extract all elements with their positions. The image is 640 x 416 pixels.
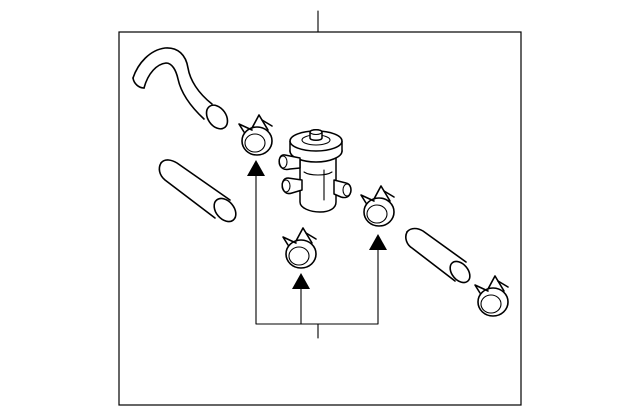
callout-bracket <box>247 160 387 339</box>
clamp-4 <box>474 275 509 317</box>
arrow-clamp-3 <box>369 234 387 250</box>
diagram-frame <box>118 31 522 406</box>
clamp-1 <box>238 114 273 156</box>
clamp-3 <box>360 185 395 227</box>
hose-middle <box>158 159 237 223</box>
clamp-2 <box>282 227 317 269</box>
hose-right <box>405 227 471 284</box>
arrow-clamp-1 <box>247 160 265 176</box>
valve <box>278 128 352 213</box>
arrow-clamp-2 <box>292 273 310 289</box>
hose-upper <box>132 47 229 130</box>
